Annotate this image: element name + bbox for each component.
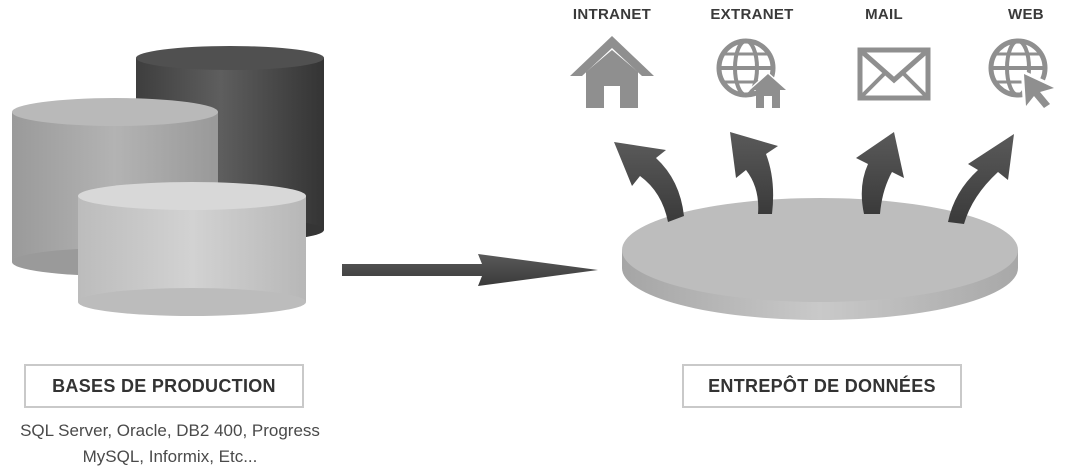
database-list-line-2: MySQL, Informix, Etc... [82,447,258,466]
flow-arrow-intranet [614,142,684,222]
envelope-icon [857,47,931,101]
warehouse-disc [622,198,1018,320]
database-list-line-1: SQL Server, Oracle, DB2 400, Progress [20,421,320,440]
flow-arrow-web [948,134,1014,224]
extranet-label: EXTRANET [710,6,794,23]
data-warehouse-label: ENTREPÔT DE DONNÉES [682,364,962,408]
flow-arrow-extranet [730,132,778,214]
mail-label: MAIL [865,6,903,23]
database-cylinder-light [78,182,306,316]
production-databases-label: BASES DE PRODUCTION [24,364,304,408]
globe-cursor-icon [988,38,1057,111]
intranet-label: INTRANET [572,6,652,23]
flow-arrow-mail [856,132,904,214]
web-label: WEB [1008,6,1044,23]
globe-house-icon [716,38,788,108]
house-icon [570,36,654,108]
flow-arrow-horizontal [342,254,598,286]
